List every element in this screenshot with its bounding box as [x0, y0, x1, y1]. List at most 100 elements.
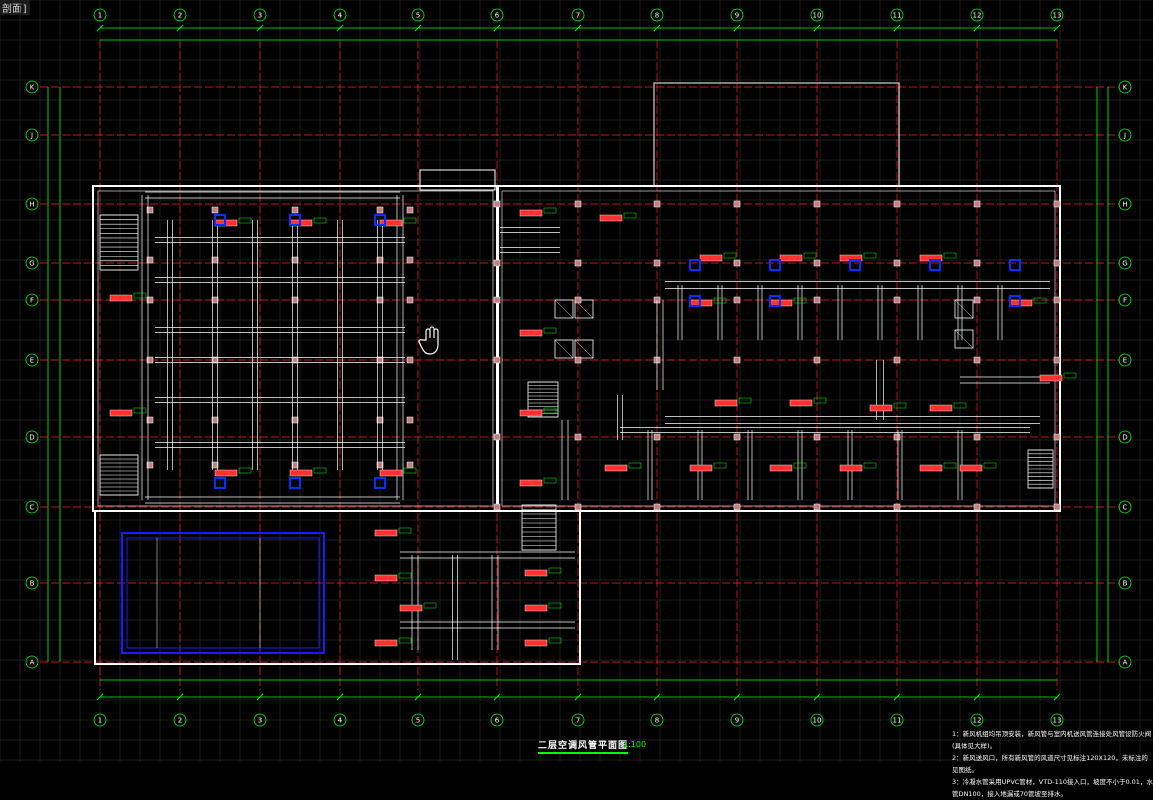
dimension-tick: [574, 24, 582, 32]
axis-bubble-row: [25, 80, 39, 94]
axis-bubble-label: E: [1123, 357, 1127, 365]
axis-bubble-label: H: [29, 201, 34, 209]
drawing-title: 二层空调风管平面图: [538, 738, 629, 754]
fan-coil-unit: [374, 214, 386, 226]
unit-label-box: [548, 567, 562, 574]
structural-column: [1053, 356, 1061, 364]
fan-unit: [214, 469, 238, 477]
hvac-duct-network: [141, 191, 1050, 660]
fan-unit: [929, 404, 953, 412]
dimension-tick: [256, 24, 264, 32]
axis-bubble-column: [93, 713, 107, 727]
axis-bubble-label: 1: [98, 12, 102, 20]
fan-coil-unit: [214, 477, 226, 489]
building-walls: [92, 82, 1061, 665]
structural-column: [291, 256, 299, 264]
dimension-tick: [733, 693, 741, 701]
dimension-tick: [813, 693, 821, 701]
unit-label-box: [543, 477, 557, 484]
unit-label-box: [1033, 297, 1047, 304]
fan-coil-unit: [849, 259, 861, 271]
structural-column: [291, 206, 299, 214]
axis-bubble-column: [650, 8, 664, 22]
fan-unit: [769, 464, 793, 472]
fan-unit: [374, 574, 398, 582]
structural-column: [893, 200, 901, 208]
dimension-tick: [176, 693, 184, 701]
structural-column: [376, 206, 384, 214]
fan-unit: [599, 214, 623, 222]
fan-coil-unit: [929, 259, 941, 271]
structural-column: [653, 200, 661, 208]
structural-column: [733, 356, 741, 364]
structural-column: [653, 259, 661, 267]
axis-bubble-column: [173, 8, 187, 22]
drawing-tab-label[interactable]: 剖面]: [0, 0, 31, 15]
wall-east-block: [496, 185, 1061, 512]
axis-bubble-column: [970, 713, 984, 727]
wall-south-block: [94, 510, 581, 665]
unit-label-box: [713, 297, 727, 304]
structural-column: [493, 433, 501, 441]
unit-label-box: [713, 462, 727, 469]
structural-column: [406, 461, 414, 469]
unit-label-box: [398, 572, 412, 579]
unit-label-box: [943, 252, 957, 259]
unit-label-box: [793, 297, 807, 304]
dimension-tick: [414, 693, 422, 701]
structural-column: [893, 259, 901, 267]
structural-column: [493, 296, 501, 304]
unit-label-box: [803, 252, 817, 259]
axis-bubble-column: [490, 8, 504, 22]
axis-bubble-row: [25, 197, 39, 211]
structural-column: [211, 356, 219, 364]
structural-column: [1053, 259, 1061, 267]
unit-label-box: [983, 462, 997, 469]
axis-bubble-label: 7: [576, 12, 580, 20]
axis-bubble-label: 12: [973, 717, 982, 725]
structural-column: [813, 503, 821, 511]
axis-bubble-label: F: [1123, 297, 1127, 305]
dimension-lines: [47, 24, 1109, 701]
structural-column: [973, 433, 981, 441]
fan-unit: [959, 464, 983, 472]
dimension-tick: [96, 24, 104, 32]
dimension-tick: [574, 693, 582, 701]
axis-bubble-label: 12: [973, 12, 982, 20]
structural-column: [574, 296, 582, 304]
structural-column: [291, 356, 299, 364]
structural-column: [973, 296, 981, 304]
axis-bubble-label: A: [30, 659, 35, 667]
structural-column: [813, 433, 821, 441]
structural-column: [653, 503, 661, 511]
structural-column: [406, 206, 414, 214]
unit-label-box: [133, 407, 147, 414]
structural-column: [291, 296, 299, 304]
unit-label-box: [1063, 372, 1077, 379]
axis-bubble-row: [1118, 197, 1132, 211]
fan-unit: [699, 254, 723, 262]
unit-label-box: [423, 602, 437, 609]
axis-bubble-label: K: [30, 84, 35, 92]
unit-label-box: [893, 402, 907, 409]
axis-bubble-label: 6: [495, 717, 500, 725]
structural-column: [376, 296, 384, 304]
structural-column: [493, 356, 501, 364]
structural-column: [973, 503, 981, 511]
axis-bubble-column: [890, 8, 904, 22]
structural-column: [406, 256, 414, 264]
unit-label-box: [398, 527, 412, 534]
structural-column: [813, 356, 821, 364]
wall-east-inner: [501, 190, 1056, 507]
dimension-tick: [973, 24, 981, 32]
structural-column: [493, 259, 501, 267]
structural-column: [146, 206, 154, 214]
note-line-3: 3：冷凝水管采用UPVC管材，VTD-110接入口，坡度不小于0.01，水管DN…: [952, 778, 1153, 798]
axis-bubble-row: [1118, 128, 1132, 142]
fan-coil-unit: [214, 214, 226, 226]
structural-column: [211, 206, 219, 214]
fan-unit: [109, 294, 133, 302]
structural-column: [493, 503, 501, 511]
